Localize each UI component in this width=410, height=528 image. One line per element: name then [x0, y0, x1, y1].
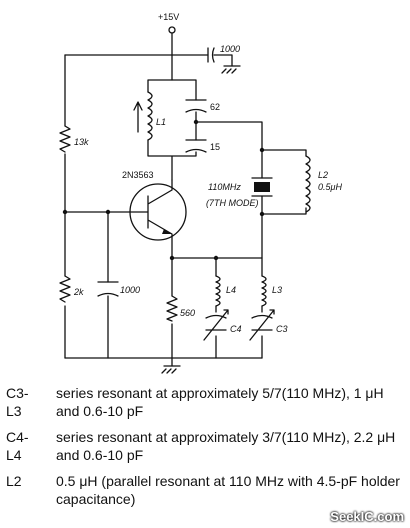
r2k-label: 2k [73, 287, 84, 297]
ground-symbol [161, 365, 181, 374]
component-notes: C3- L3 series resonant at approximately … [6, 384, 406, 516]
junction-dot [259, 211, 265, 217]
emitter-arrow [162, 229, 172, 234]
supply-rail [64, 32, 209, 81]
l4-label: L4 [226, 285, 236, 295]
l2-label: L2 [318, 170, 328, 180]
note-id: C3- L3 [6, 385, 29, 419]
c15-capacitor [185, 139, 207, 153]
c62-label: 62 [210, 102, 220, 112]
crystal-mode-label: (7TH MODE) [206, 198, 259, 208]
junction-dot [105, 209, 111, 215]
c4-trimmer-capacitor [203, 309, 229, 341]
l1-coil [147, 91, 153, 141]
supply-terminal [168, 26, 176, 34]
note-text: 0.5 μH (parallel resonant at 110 MHz wit… [56, 473, 400, 507]
l3-label: L3 [272, 285, 282, 295]
supply-label: +15V [158, 12, 179, 22]
c3-trimmer-capacitor [249, 309, 275, 341]
c1000-label: 1000 [120, 285, 140, 295]
note-id: C4- L4 [6, 429, 29, 463]
r13k-label: 13k [74, 137, 89, 147]
note-l2: L2 0.5 μH (parallel resonant at 110 MHz … [6, 472, 406, 516]
r2k-resistor [59, 275, 71, 303]
r13k-resistor [59, 125, 71, 153]
junction-dot [213, 255, 219, 261]
note-c3-l3: C3- L3 series resonant at approximately … [6, 384, 406, 428]
c-supply-label: 1000 [220, 44, 240, 54]
bias-wiring [64, 54, 109, 359]
junction-dot [169, 255, 175, 261]
note-text: series resonant at approximately 3/7(110… [56, 429, 396, 463]
c4-label: C4 [230, 324, 242, 334]
c62-capacitor [185, 99, 207, 113]
junction-dot [259, 147, 265, 153]
l1-tuning-arrow [133, 101, 143, 133]
l3-coil [261, 275, 267, 307]
supply-bypass-capacitor [207, 47, 241, 74]
tank-wiring [147, 79, 263, 181]
watermark: SeekIC.com [330, 509, 404, 524]
l1-label: L1 [156, 117, 166, 127]
transistor-leads [65, 179, 173, 259]
transistor-label: 2N3563 [122, 170, 154, 180]
r560-label: 560 [180, 308, 195, 318]
crystal-wiring [261, 149, 307, 259]
crystal [251, 177, 273, 197]
c3-label: C3 [276, 324, 288, 334]
l2-value-label: 0.5μH [318, 182, 342, 192]
junction-dot [62, 209, 68, 215]
l2-coil [305, 155, 311, 213]
note-c4-l4: C4- L4 series resonant at approximately … [6, 428, 406, 472]
c1000-capacitor [97, 281, 119, 297]
note-text: series resonant at approximately 5/7(110… [56, 385, 384, 419]
c15-label: 15 [210, 142, 220, 152]
note-id: L2 [6, 473, 22, 489]
l4-coil [215, 275, 221, 307]
oscillator-schematic: +15V 1000 L1 62 15 2N3563 110MHz (7TH MO… [59, 12, 342, 374]
junction-dot [193, 119, 199, 125]
r560-resistor [166, 295, 178, 322]
crystal-freq-label: 110MHz [208, 182, 241, 192]
ground-rail [64, 357, 263, 367]
